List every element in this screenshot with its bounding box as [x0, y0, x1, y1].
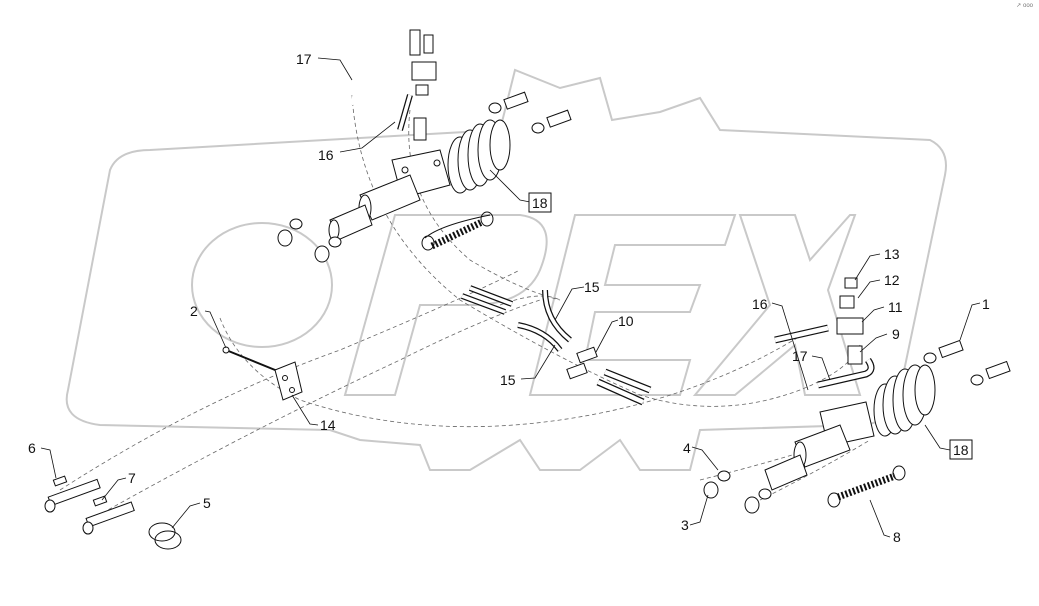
callout-1: 1: [982, 296, 990, 312]
callout-15-upper: 15: [584, 279, 600, 295]
callout-3: 3: [681, 517, 689, 533]
callout-12: 12: [884, 272, 900, 288]
watermark-logo: [65, 68, 947, 471]
callout-4: 4: [683, 440, 691, 456]
callout-14: 14: [320, 417, 336, 433]
callout-6: 6: [28, 440, 36, 456]
lower-left-parts: [44, 475, 182, 550]
callout-18-lower: 18: [953, 442, 969, 458]
callout-8: 8: [893, 529, 901, 545]
callout-9: 9: [892, 326, 900, 342]
callout-11: 11: [888, 299, 903, 315]
callout-10: 10: [618, 313, 634, 329]
callout-16-lower: 16: [752, 296, 768, 312]
callout-17-lower: 17: [792, 348, 808, 364]
callout-5: 5: [203, 495, 211, 511]
assembly-dash-lines: [59, 94, 871, 521]
callout-7: 7: [128, 470, 136, 486]
middle-parts: [222, 285, 652, 406]
callout-labels: 17 16 18 2 15 10 15 14 6 7 5 13 12 11 16…: [28, 51, 990, 545]
callout-2: 2: [190, 303, 198, 319]
callout-18-lower-box: [949, 439, 973, 460]
leader-lines: [40, 57, 981, 538]
upper-assembly: [277, 29, 572, 263]
lower-assembly: [703, 277, 1011, 514]
bellows-lower: [873, 364, 936, 437]
callout-15-lower: 15: [500, 372, 516, 388]
corner-mark: ↗ ooo: [1016, 3, 1033, 9]
callout-16-upper: 16: [318, 147, 334, 163]
callout-13: 13: [884, 246, 900, 262]
callout-18-upper: 18: [532, 195, 548, 211]
bellows-upper: [447, 119, 511, 194]
callout-17-upper: 17: [296, 51, 312, 67]
callout-18-upper-box: [528, 192, 552, 213]
